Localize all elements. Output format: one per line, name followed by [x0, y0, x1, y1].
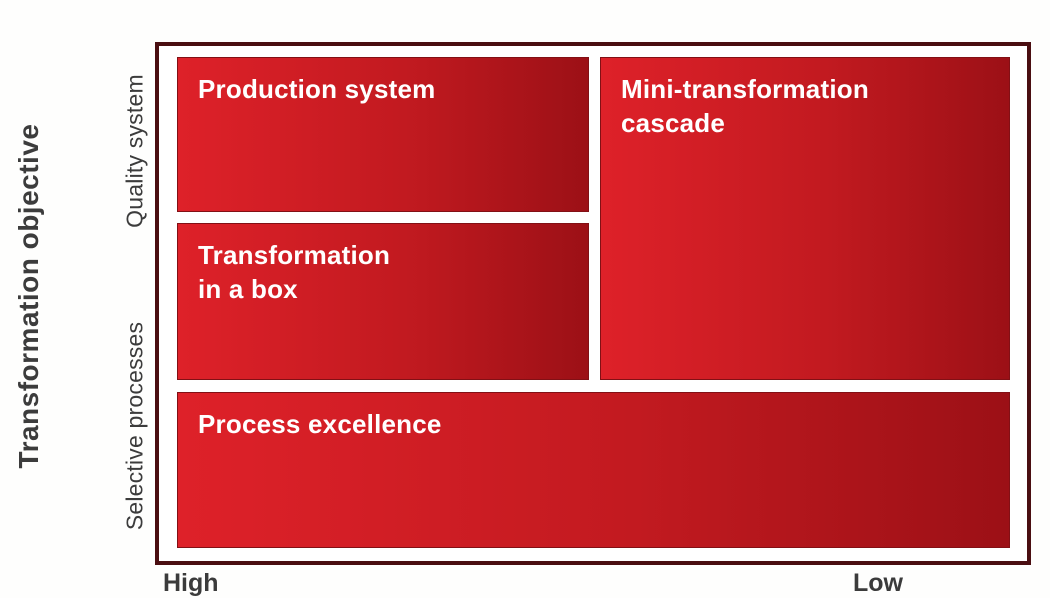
x-axis-label-low: Low	[853, 569, 903, 597]
y-axis-title: Transformation objective	[13, 123, 44, 469]
y-axis-category-selective-processes: Selective processes	[121, 321, 148, 531]
x-axis-label-high: High	[163, 569, 219, 597]
matrix-box-mini-transformation-cascade: Mini-transformation cascade	[600, 57, 1010, 380]
matrix-box-transformation-in-a-box: Transformation in a box	[177, 223, 589, 380]
y-axis-category-quality-system: Quality system	[121, 74, 148, 228]
matrix-frame: Production system Mini-transformation ca…	[155, 42, 1031, 565]
matrix-box-production-system: Production system	[177, 57, 589, 212]
matrix-box-process-excellence: Process excellence	[177, 392, 1010, 548]
